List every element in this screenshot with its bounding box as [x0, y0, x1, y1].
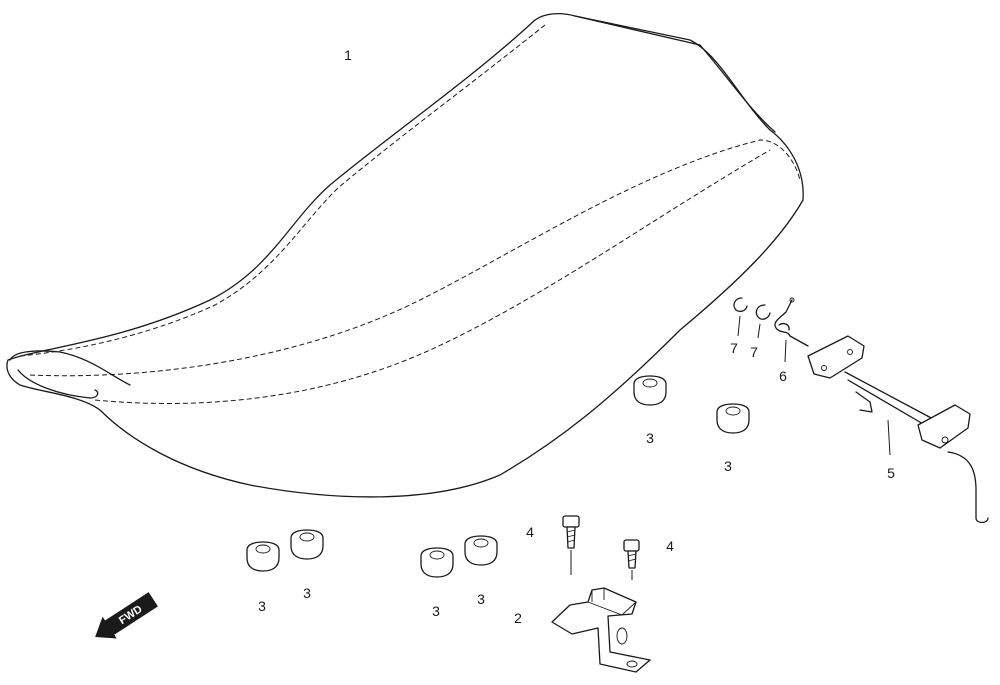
bolt-b — [623, 539, 640, 580]
cushion-b — [716, 403, 750, 434]
callout-bolt-a: 4 — [526, 524, 534, 540]
cushion-e — [420, 547, 454, 578]
cushion-f — [464, 535, 498, 566]
callout-cushion-c: 3 — [258, 598, 266, 614]
callout-cushion-a: 3 — [646, 430, 654, 446]
cushion-a — [633, 375, 667, 406]
cushion-d — [290, 529, 324, 560]
callout-cushion-e: 3 — [432, 603, 440, 619]
callout-lock-lever: 5 — [887, 465, 895, 481]
callout-spring: 6 — [779, 368, 787, 384]
callout-bracket: 2 — [514, 610, 522, 626]
callout-seat: 1 — [344, 47, 352, 63]
callout-clip-b: 7 — [750, 344, 758, 360]
bracket — [551, 587, 651, 673]
seat-lock-lever — [807, 335, 989, 524]
clip-b — [755, 304, 771, 339]
callout-clip-a: 7 — [730, 340, 738, 356]
forward-arrow-icon: FWD — [95, 592, 158, 639]
spring — [774, 297, 809, 363]
cushion-c — [246, 541, 280, 572]
callout-bolt-b: 4 — [666, 538, 674, 554]
bolt-a — [562, 515, 580, 575]
seat — [6, 13, 804, 498]
callout-cushion-b: 3 — [724, 458, 732, 474]
callout-cushion-d: 3 — [303, 585, 311, 601]
clip-a — [733, 297, 748, 337]
callout-cushion-f: 3 — [477, 591, 485, 607]
